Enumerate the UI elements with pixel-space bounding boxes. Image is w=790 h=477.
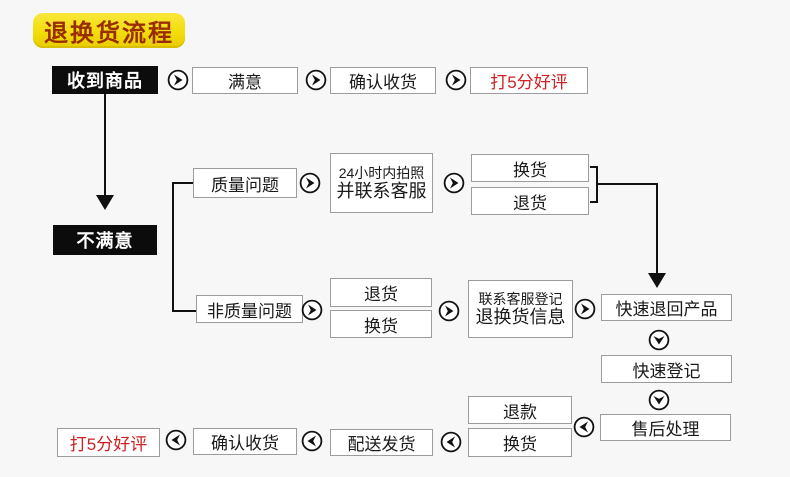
node-satisfied: 满意 (192, 67, 298, 94)
flow-arrow-right-icon (305, 69, 327, 91)
node-fast-return-product: 快速退回产品 (601, 294, 732, 321)
flow-arrow-right-icon (445, 69, 467, 91)
node-confirm-receipt-top: 确认收货 (330, 67, 436, 94)
flow-arrow-left-icon (440, 431, 462, 453)
node-fast-register: 快速登记 (601, 355, 732, 383)
flow-arrow-right-icon (443, 172, 465, 194)
flow-arrow-right-icon (299, 172, 321, 194)
node-quality-issue: 质量问题 (193, 168, 297, 198)
flow-arrow-right-icon (574, 298, 596, 320)
node-five-star-review-top: 打5分好评 (470, 67, 588, 94)
elbow-connector-line (656, 183, 658, 273)
flow-arrow-down-icon (648, 389, 670, 411)
connector-down-line (104, 94, 106, 195)
node-five-star-review-bottom: 打5分好评 (57, 428, 160, 457)
elbow-connector-line (596, 183, 658, 185)
page-title: 退换货流程 (33, 13, 185, 48)
node-contact-service-register: 联系客服登记 退换货信息 (468, 280, 573, 338)
node-received-goods: 收到商品 (52, 66, 158, 94)
flow-arrow-left-icon (165, 429, 187, 451)
branch-bracket-line (172, 310, 196, 312)
node-non-quality-issue: 非质量问题 (196, 295, 303, 323)
merge-bracket-line (590, 166, 598, 168)
arrowhead-down-icon (648, 273, 666, 288)
node-line2: 退换货信息 (475, 306, 566, 327)
flow-arrow-right-icon (167, 69, 189, 91)
node-refund: 退款 (468, 396, 572, 424)
merge-bracket-line (590, 201, 598, 203)
flow-arrow-left-icon (573, 416, 595, 438)
node-quality-exchange: 换货 (471, 154, 589, 182)
arrowhead-down-icon (96, 195, 114, 210)
flow-arrow-right-icon (301, 299, 323, 321)
node-nq-return: 退货 (330, 278, 432, 307)
branch-bracket-line (172, 182, 174, 312)
node-unsatisfied: 不满意 (53, 225, 157, 255)
node-line1: 24小时内拍照 (338, 164, 425, 181)
branch-bracket-line (172, 182, 193, 184)
node-line2: 并联系客服 (336, 180, 427, 201)
node-bottom-exchange: 换货 (468, 428, 572, 457)
flow-arrow-left-icon (301, 430, 323, 452)
node-line1: 联系客服登记 (478, 290, 563, 307)
node-photo-contact-service: 24小时内拍照 并联系客服 (330, 153, 433, 213)
node-quality-return: 退货 (471, 187, 589, 215)
node-after-sales: 售后处理 (600, 414, 731, 441)
node-confirm-receipt-bottom: 确认收货 (193, 428, 297, 455)
node-nq-exchange: 换货 (330, 310, 432, 338)
flow-arrow-right-icon (438, 300, 460, 322)
flow-arrow-down-icon (648, 329, 670, 351)
node-delivery: 配送发货 (330, 429, 433, 456)
